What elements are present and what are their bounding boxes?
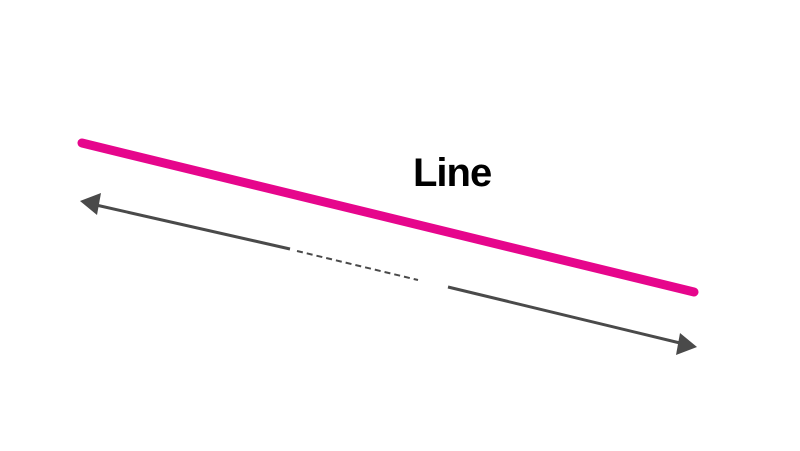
arrow-line-dashed-part [296, 250, 419, 281]
pink-line-segment [77, 138, 699, 297]
arrow-line-left-part [95, 203, 291, 251]
line-label: Line [413, 151, 492, 195]
right-arrowhead-icon [676, 333, 697, 355]
arrow-line-right-part [447, 285, 681, 345]
left-arrowhead-icon [80, 193, 101, 215]
